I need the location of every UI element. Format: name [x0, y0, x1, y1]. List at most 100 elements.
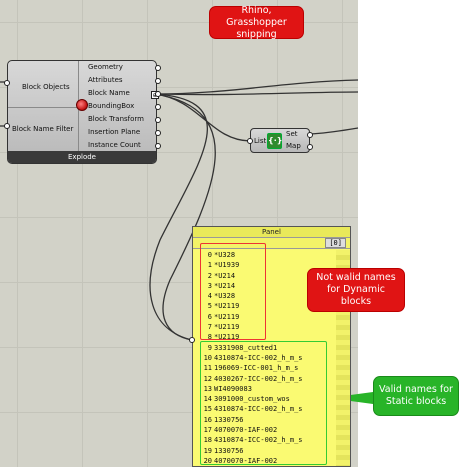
- row-index: 4: [207, 292, 212, 301]
- row-value: *U214: [214, 281, 236, 290]
- set-map-icon: {·}: [267, 133, 282, 149]
- input-list: List: [254, 137, 267, 145]
- row-index: 15: [203, 405, 212, 414]
- set-map-component[interactable]: List {·} Set Map: [247, 128, 313, 153]
- divider-inputs: [8, 107, 78, 108]
- red-line-3: blocks: [340, 296, 372, 307]
- input-block-name-filter: Block Name Filter: [12, 125, 74, 133]
- output-set: Set: [286, 130, 298, 138]
- row-value: *U328: [214, 251, 236, 259]
- panel-path: [0]: [325, 238, 346, 248]
- panel-row: 7*U2119: [193, 322, 350, 332]
- output-block-transform: Block Transform: [88, 115, 144, 123]
- port-in-list[interactable]: [247, 138, 253, 144]
- row-index: 16: [203, 415, 212, 424]
- row-index: 3: [207, 281, 212, 290]
- row-index: 12: [203, 374, 212, 383]
- row-index: 20: [203, 456, 212, 465]
- panel-row: 4*U328: [193, 291, 350, 301]
- row-value: *U2119: [214, 333, 240, 342]
- explode-component[interactable]: Block Objects Block Name Filter Geometry…: [4, 60, 161, 164]
- row-value: WI4090083: [214, 384, 252, 393]
- output-attributes: Attributes: [88, 76, 123, 84]
- row-value: 4310874-ICC-002_h_m_s: [214, 436, 303, 445]
- component-name: Explode: [8, 151, 156, 163]
- row-index: 19: [203, 446, 212, 455]
- port-out-block-name[interactable]: [155, 91, 161, 97]
- row-value: 3091000_custom_wos: [214, 395, 290, 404]
- panel-row: 6*U2119: [193, 312, 350, 322]
- row-value: 4030267-ICC-002_h_m_s: [214, 374, 303, 383]
- panel-title: Panel: [193, 227, 350, 238]
- row-value: *U214: [214, 271, 236, 280]
- row-value: 4310874-ICC-002_h_m_s: [214, 353, 303, 362]
- row-index: 7: [207, 323, 212, 332]
- panel-row: 8*U2119: [193, 332, 350, 342]
- panel-row: 5*U2119: [193, 301, 350, 311]
- panel-row: 0*U328: [193, 250, 350, 260]
- row-index: 2: [207, 271, 212, 280]
- panel-row: 1*U1939: [193, 260, 350, 270]
- port-out-block-transform[interactable]: [155, 117, 161, 123]
- wire-to-panel: [149, 93, 208, 341]
- red-line-2: for Dynamic: [327, 284, 385, 295]
- row-value: 1330756: [214, 446, 244, 455]
- row-index: 6: [207, 312, 212, 321]
- row-index: 17: [203, 426, 212, 435]
- wire-set-out: [309, 127, 359, 135]
- row-value: 4310874-ICC-002_h_m_s: [214, 405, 303, 414]
- row-index: 10: [203, 353, 212, 362]
- row-value: 196069-ICC-001_h_m_s: [214, 364, 299, 373]
- wire-to-panel-2: [154, 93, 216, 341]
- port-out-boundingbox[interactable]: [155, 104, 161, 110]
- input-block-objects: Block Objects: [22, 83, 70, 91]
- port-out-insertion-plane[interactable]: [155, 130, 161, 136]
- output-geometry: Geometry: [88, 63, 123, 71]
- row-index: 13: [203, 384, 212, 393]
- row-value: *U2119: [214, 323, 240, 332]
- row-value: 4070070-IAF-002: [214, 426, 278, 435]
- port-in-block-objects[interactable]: [4, 80, 10, 86]
- wire-to-list: [154, 93, 251, 142]
- panel-row: 2*U214: [193, 271, 350, 281]
- explode-icon: [76, 99, 88, 111]
- highlight-dynamic-blocks: [200, 243, 266, 340]
- port-out-set[interactable]: [307, 132, 313, 138]
- port-out-attributes[interactable]: [155, 78, 161, 84]
- highlight-static-blocks: [200, 341, 327, 465]
- output-boundingbox: BoundingBox: [88, 102, 135, 110]
- row-value: *U2119: [214, 302, 240, 311]
- title-line-2: snipping: [236, 28, 277, 40]
- row-index: 8: [207, 333, 212, 342]
- row-value: *U2119: [214, 312, 240, 321]
- green-line-2: Static blocks: [385, 396, 447, 407]
- title-callout: Rhino, Grasshopper snipping: [209, 5, 304, 40]
- row-index: 11: [203, 364, 212, 373]
- panel-path-bar: [0]: [193, 238, 350, 249]
- row-index: 14: [203, 395, 212, 404]
- valid-callout: Valid names for Static blocks: [373, 376, 459, 416]
- port-out-instance-count[interactable]: [155, 143, 161, 149]
- row-index: 5: [207, 302, 212, 311]
- port-out-map[interactable]: [307, 144, 313, 150]
- row-value: 3331908_cutted1: [214, 343, 278, 352]
- port-in-panel[interactable]: [189, 337, 195, 343]
- port-in-block-name-filter[interactable]: [4, 123, 10, 129]
- port-out-geometry[interactable]: [155, 65, 161, 71]
- wire-to-top-right: [154, 79, 359, 95]
- row-value: *U1939: [214, 261, 240, 270]
- row-index: 0: [207, 251, 212, 259]
